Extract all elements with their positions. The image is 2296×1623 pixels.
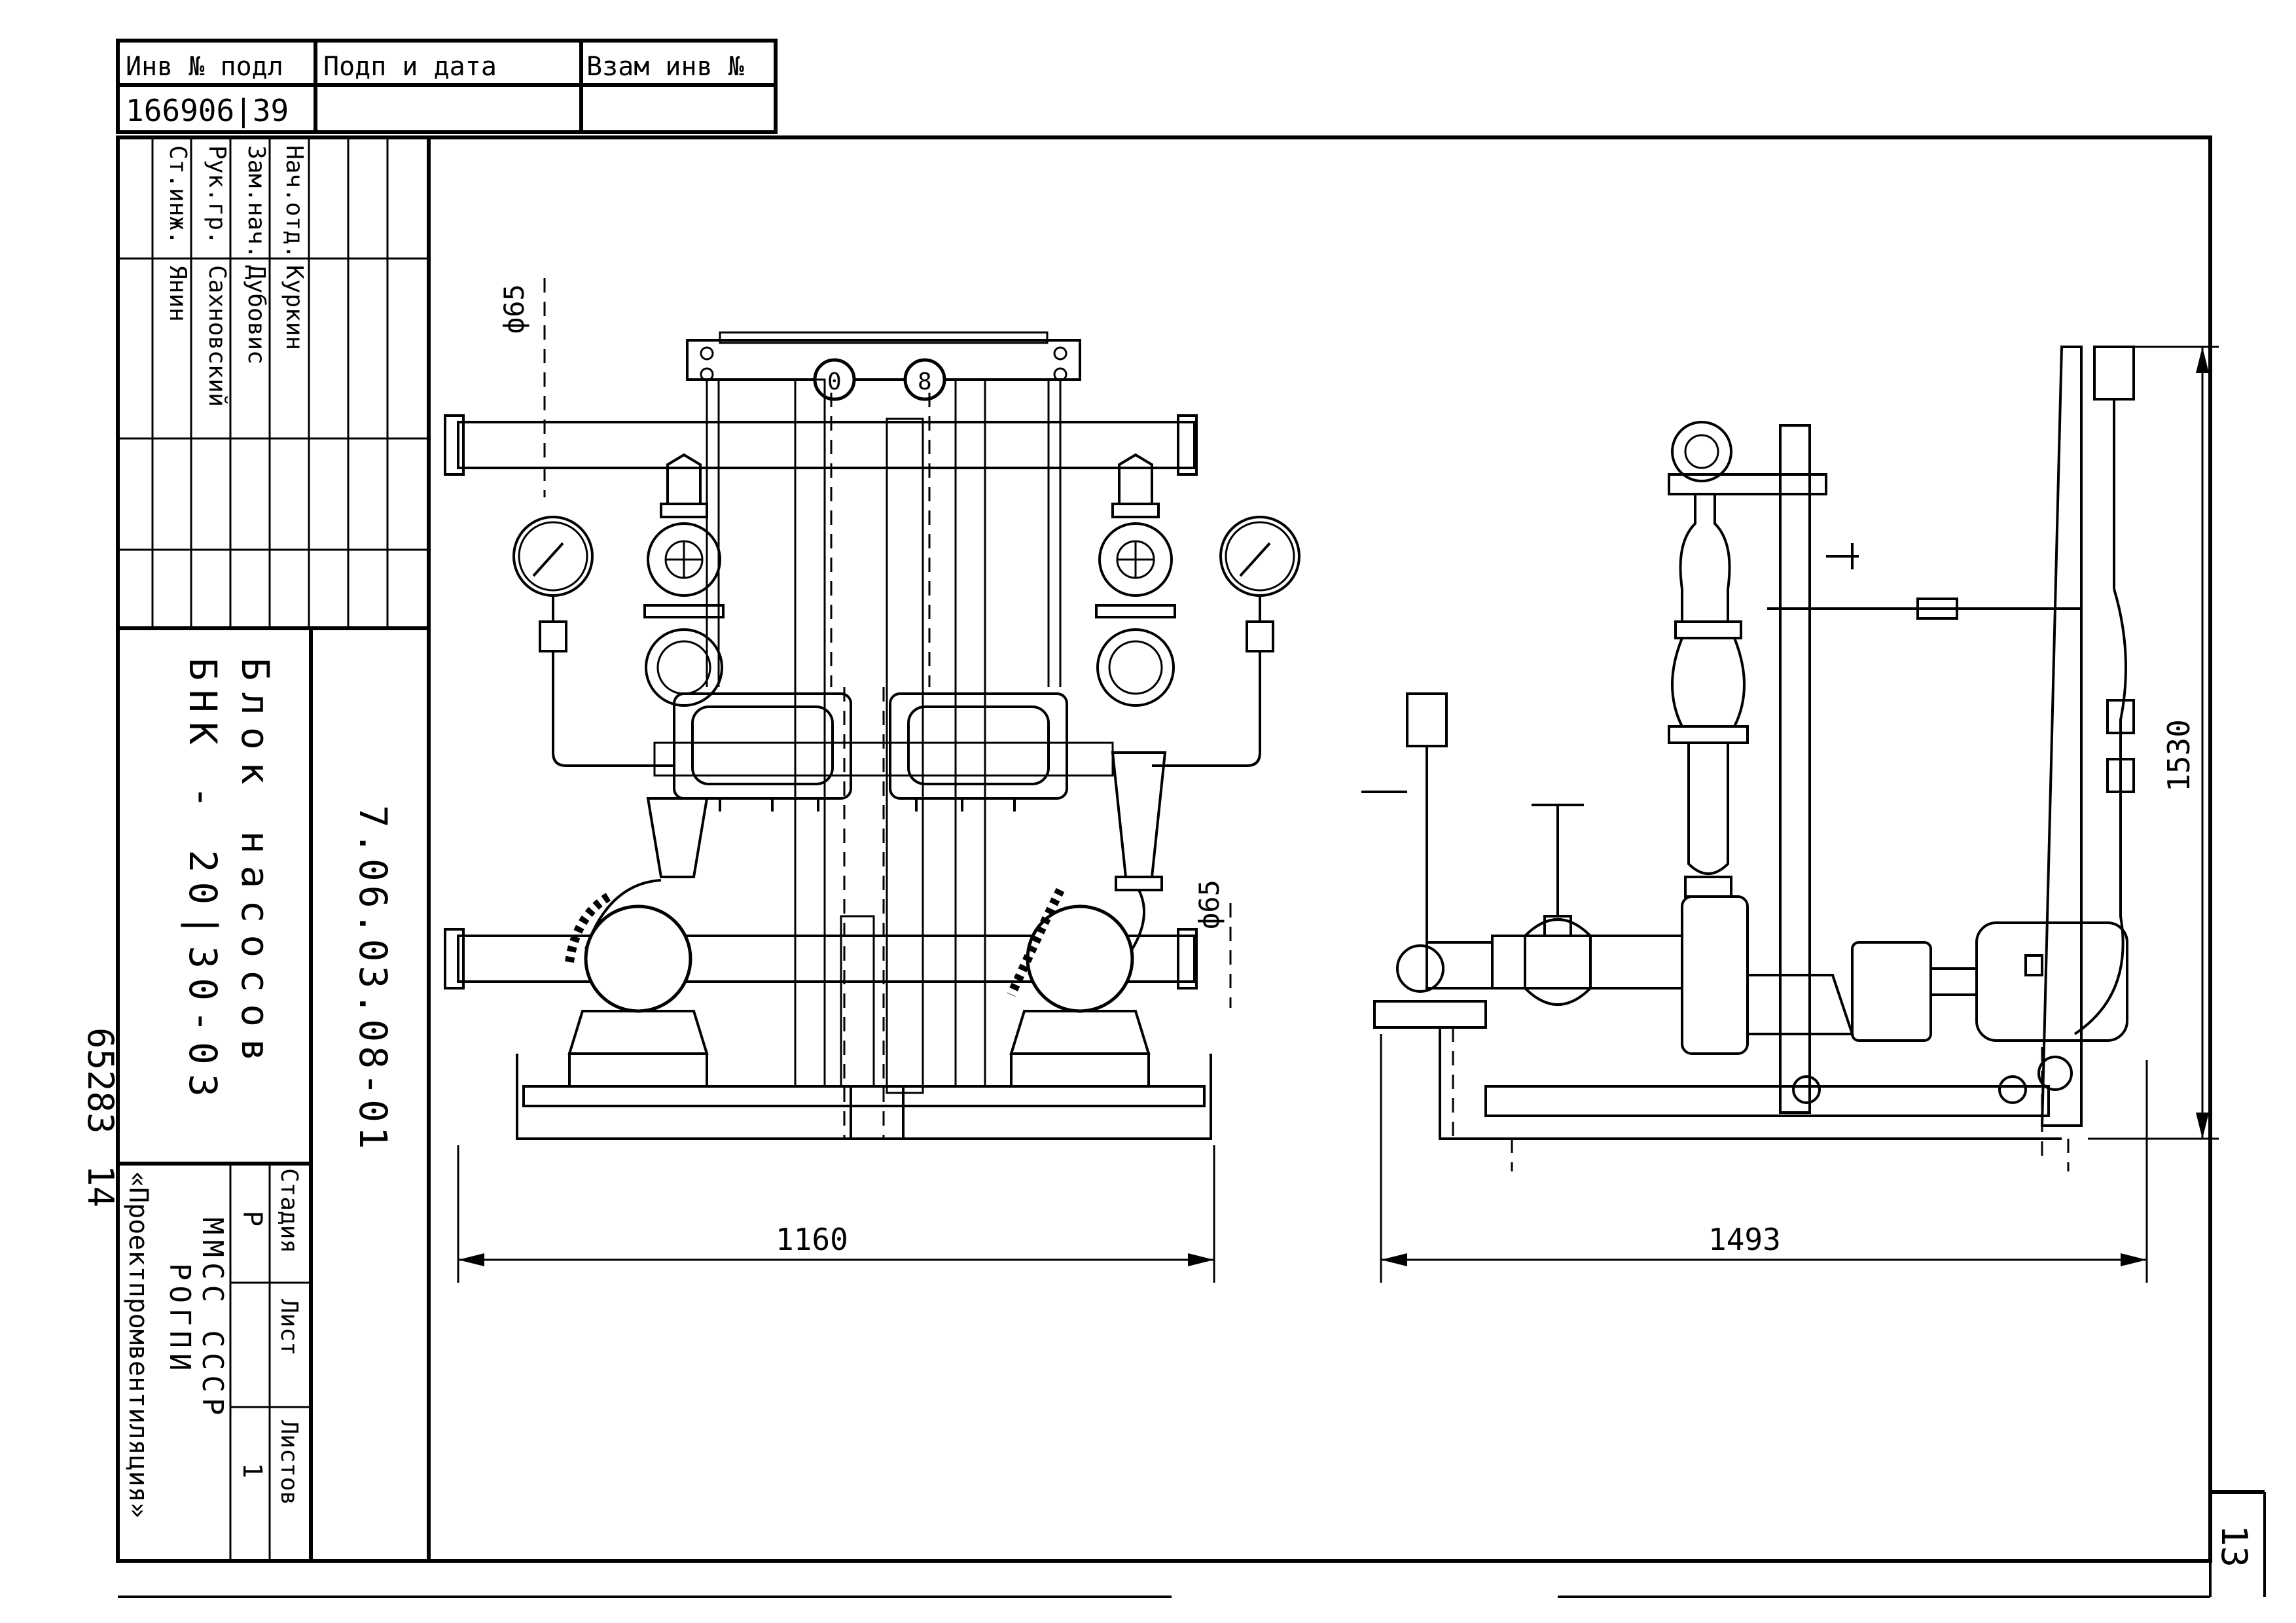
- stage-label: Стадия: [276, 1168, 302, 1253]
- top-stamp-table: Инв № подл Подп и дата Взам инв № 166906…: [116, 39, 778, 134]
- stamp-header-inv: Инв № подл: [126, 52, 283, 82]
- sig-role-3: Рук.гр.: [204, 145, 230, 245]
- side-mark-number: 65283: [80, 1027, 121, 1134]
- org-line3: «Проектпромвентиляция»: [123, 1171, 153, 1518]
- dim-front-width: 1160: [776, 1222, 848, 1257]
- dim-side-width: 1493: [1708, 1222, 1781, 1257]
- side-mark-sub: 14: [80, 1165, 121, 1207]
- stage-value: Р: [237, 1211, 267, 1226]
- gauge-8-label: 8: [918, 368, 932, 395]
- org-line2: РОГПИ: [163, 1263, 196, 1376]
- gauge-0-label: 0: [827, 368, 842, 395]
- sig-name-2: Дубовис: [243, 265, 270, 365]
- page-number: 13: [2214, 1525, 2255, 1567]
- main-frame: [116, 135, 2266, 1597]
- sheets-value: 1: [237, 1463, 267, 1478]
- title-block: Блок насосов БНК - 20|30-03 7.06.03.08-0…: [118, 628, 395, 1561]
- sig-role-2: Зам.нач.: [243, 145, 270, 259]
- sheet-label: Лист: [276, 1299, 302, 1356]
- stamp-header-replace: Взам инв №: [586, 52, 744, 82]
- gauge-8: [903, 358, 946, 401]
- sig-name-4: Янин: [164, 265, 191, 322]
- org-line1: ММСС СССР: [196, 1217, 229, 1420]
- drawing-title-line1: Блок насосов: [233, 658, 278, 1073]
- dim-diam-bottom: ф65: [1193, 880, 1225, 929]
- sig-name-1: Куркин: [281, 265, 308, 350]
- signature-texts: Нач.отд. Куркин Зам.нач. Дубовис Рук.гр.…: [164, 145, 308, 407]
- sig-role-4: Ст.инж.: [164, 145, 191, 245]
- sig-role-1: Нач.отд.: [281, 145, 308, 259]
- doc-number: 7.06.03.08-01: [351, 805, 395, 1153]
- sheets-label: Листов: [276, 1420, 302, 1505]
- sig-name-3: Сахновский: [204, 265, 230, 407]
- stamp-header-sign: Подп и дата: [323, 52, 497, 82]
- dim-height: 1530: [2161, 719, 2197, 792]
- signature-grid: [118, 137, 429, 630]
- stamp-value-inv: 166906|39: [126, 93, 289, 129]
- side-view: 1493 1530: [1361, 346, 2219, 1283]
- drawing-title-line2: БНК - 20|30-03: [181, 658, 225, 1106]
- front-view: 0 8: [444, 278, 1300, 1283]
- dim-diam-top: ф65: [498, 284, 530, 334]
